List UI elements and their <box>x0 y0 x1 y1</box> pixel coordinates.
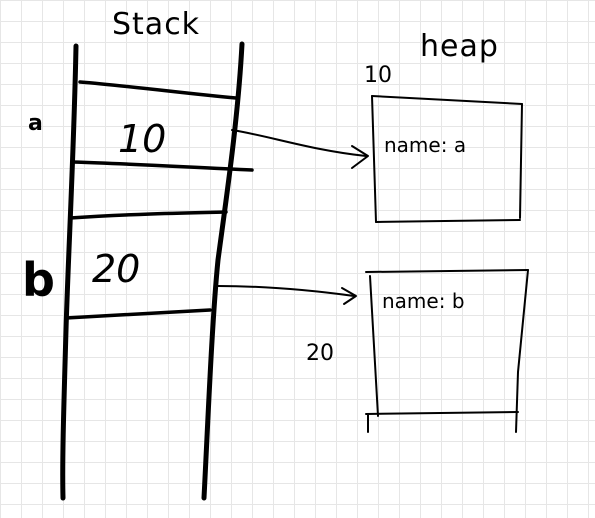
heap-box-top <box>365 269 529 273</box>
stack-divider <box>64 308 212 320</box>
heap-box-right <box>519 103 523 219</box>
stack-divider <box>68 210 228 220</box>
reference-arrow-a <box>231 129 369 169</box>
stack-cell-a: a 10 <box>28 111 166 161</box>
arrow-shaft <box>217 285 355 297</box>
stack-divider <box>70 160 254 172</box>
heap-title: heap <box>420 29 499 64</box>
heap-content-b: name: b <box>382 289 465 313</box>
stack-value-a: 10 <box>118 117 166 161</box>
arrow-shaft <box>231 129 367 157</box>
heap-address-a: 10 <box>364 63 392 88</box>
heap-object-a: 10 name: a <box>364 63 523 223</box>
heap-box-left <box>371 95 377 223</box>
stack-value-b: 20 <box>92 247 140 291</box>
heap-box-top <box>371 95 523 105</box>
heap-box-left <box>369 275 379 417</box>
reference-arrow-b <box>217 285 357 305</box>
arrow-head-icon <box>341 287 357 305</box>
heap-box-bottom <box>365 411 519 415</box>
variable-label-a: a <box>28 111 43 136</box>
stack-divider <box>78 80 238 100</box>
heap-box-right <box>515 269 529 433</box>
heap-address-b: 20 <box>306 341 334 366</box>
arrow-head-icon <box>351 145 369 169</box>
heap-content-a: name: a <box>384 133 466 157</box>
stack-title: Stack <box>112 7 200 42</box>
stack-column <box>60 41 254 501</box>
stack-left-wall <box>60 43 79 501</box>
stack-right-wall <box>201 41 245 501</box>
stack-cell-b: b 20 <box>22 247 140 307</box>
heap-object-b: 20 name: b <box>306 269 529 433</box>
heap-box-bottom <box>375 219 521 223</box>
variable-label-b: b <box>22 253 55 307</box>
